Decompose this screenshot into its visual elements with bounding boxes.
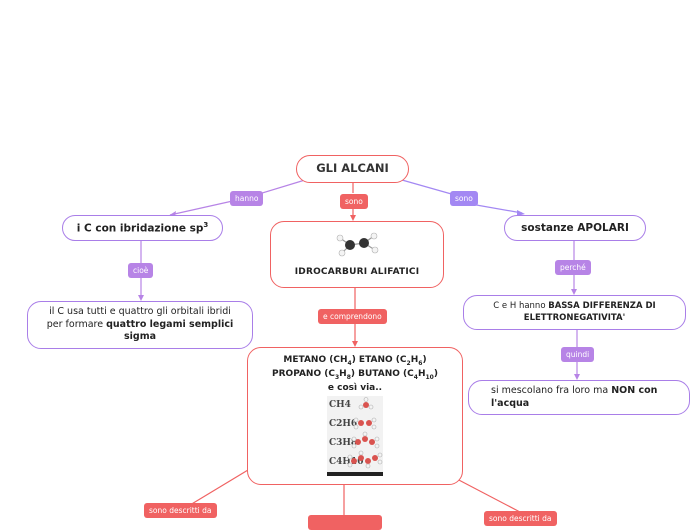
- orbitali-plain: il C usa tutti e quattro gli orbitali ib…: [46, 305, 231, 330]
- node-ibridazione[interactable]: i C con ibridazione sp3: [62, 215, 223, 241]
- butano-sub2: 10: [425, 373, 434, 381]
- close-paren-2: ): [433, 368, 438, 379]
- butano-text: ) BUTANO (C: [350, 368, 414, 379]
- label-c2h6: C2H6: [329, 419, 357, 429]
- apolari-text: sostanze APOLARI: [521, 221, 629, 234]
- label-c4h10: C4H10: [329, 457, 363, 467]
- etano-h: H: [410, 355, 419, 365]
- alkane-models-image: CH4 C2H6 C3H8 C4H10: [327, 395, 383, 476]
- butano-sub1: 4: [413, 373, 418, 381]
- ibridazione-label: i C con ibridazione sp: [76, 222, 204, 235]
- node-idrocarburi[interactable]: IDROCARBURI ALIFATICI: [270, 221, 444, 288]
- ibridazione-sup: 3: [203, 220, 209, 229]
- link-label-cioe[interactable]: cioè: [128, 263, 154, 278]
- link-label-perche[interactable]: perché: [555, 260, 591, 275]
- link-label-sono-middle[interactable]: sono: [340, 194, 368, 209]
- etano-sub2: 6: [418, 359, 423, 367]
- metano-sub: 4: [347, 359, 352, 367]
- label-c3h8: C3H8: [329, 438, 357, 448]
- propano-h: H: [339, 368, 347, 379]
- elettroneg-bold: BASSA DIFFERENZA DI ELETTRONEGATIVITA': [523, 301, 656, 323]
- link-label-sono-right[interactable]: sono: [450, 191, 478, 206]
- close-paren-1: ): [422, 355, 427, 365]
- acqua-plain: si mescolano fra loro ma: [491, 384, 612, 396]
- node-acqua[interactable]: si mescolano fra loro ma NON con l'acqua: [468, 380, 690, 415]
- node-orbitali-text: il C usa tutti e quattro gli orbitali ib…: [46, 306, 234, 344]
- alcani-line-2: PROPANO (C3H8) BUTANO (C4H10): [272, 368, 438, 382]
- molecule-icon: [336, 232, 379, 257]
- node-alcani-lista[interactable]: METANO (CH4) ETANO (C2H6) PROPANO (C3H8)…: [247, 347, 463, 485]
- propano-sub1: 3: [334, 373, 340, 381]
- central-topic-node[interactable]: GLI ALCANI: [296, 155, 409, 183]
- propane-model: [351, 431, 380, 449]
- idrocarburi-label: IDROCARBURI ALIFATICI: [294, 267, 420, 277]
- label-ch4: CH4: [329, 400, 351, 410]
- link-label-bottom-center[interactable]: [308, 515, 382, 530]
- propano-text: PROPANO (C: [272, 368, 335, 379]
- alcani-etc: e così via..: [327, 382, 383, 393]
- etano-sub1: 2: [406, 359, 411, 367]
- ethane-model: [353, 417, 377, 430]
- link-label-quindi[interactable]: quindi: [561, 347, 595, 362]
- acqua-bold: NON con l'acqua: [491, 384, 658, 409]
- acqua-text: si mescolano fra loro ma NON con l'acqua: [491, 385, 667, 411]
- propano-sub2: 8: [346, 373, 351, 381]
- node-elettronegativita[interactable]: C e H hanno BASSA DIFFERENZA DI ELETTRON…: [463, 295, 686, 330]
- node-orbitali[interactable]: il C usa tutti e quattro gli orbitali ib…: [27, 301, 253, 349]
- alcani-line-1: METANO (CH4) ETANO (C2H6): [283, 354, 426, 368]
- node-ibridazione-text: i C con ibridazione sp3: [77, 221, 209, 236]
- etano-text: ) ETANO (C: [351, 355, 407, 365]
- elettroneg-plain: C e H hanno: [493, 301, 549, 312]
- link-label-descritti-right[interactable]: sono descritti da: [484, 511, 557, 526]
- methane-model: [358, 397, 374, 410]
- central-topic-title: GLI ALCANI: [316, 161, 389, 176]
- metano-text: METANO (CH: [283, 355, 348, 365]
- butane-model: [347, 450, 383, 469]
- link-label-hanno[interactable]: hanno: [230, 191, 264, 206]
- elettroneg-text: C e H hanno BASSA DIFFERENZA DI ELETTRON…: [478, 301, 671, 324]
- orbitali-bold: quattro legami semplici sigma: [106, 318, 234, 343]
- butano-h: H: [417, 368, 426, 379]
- node-apolari[interactable]: sostanze APOLARI: [504, 215, 646, 241]
- link-label-comprendono[interactable]: e comprendono: [318, 309, 387, 324]
- link-label-descritti-left[interactable]: sono descritti da: [144, 503, 217, 518]
